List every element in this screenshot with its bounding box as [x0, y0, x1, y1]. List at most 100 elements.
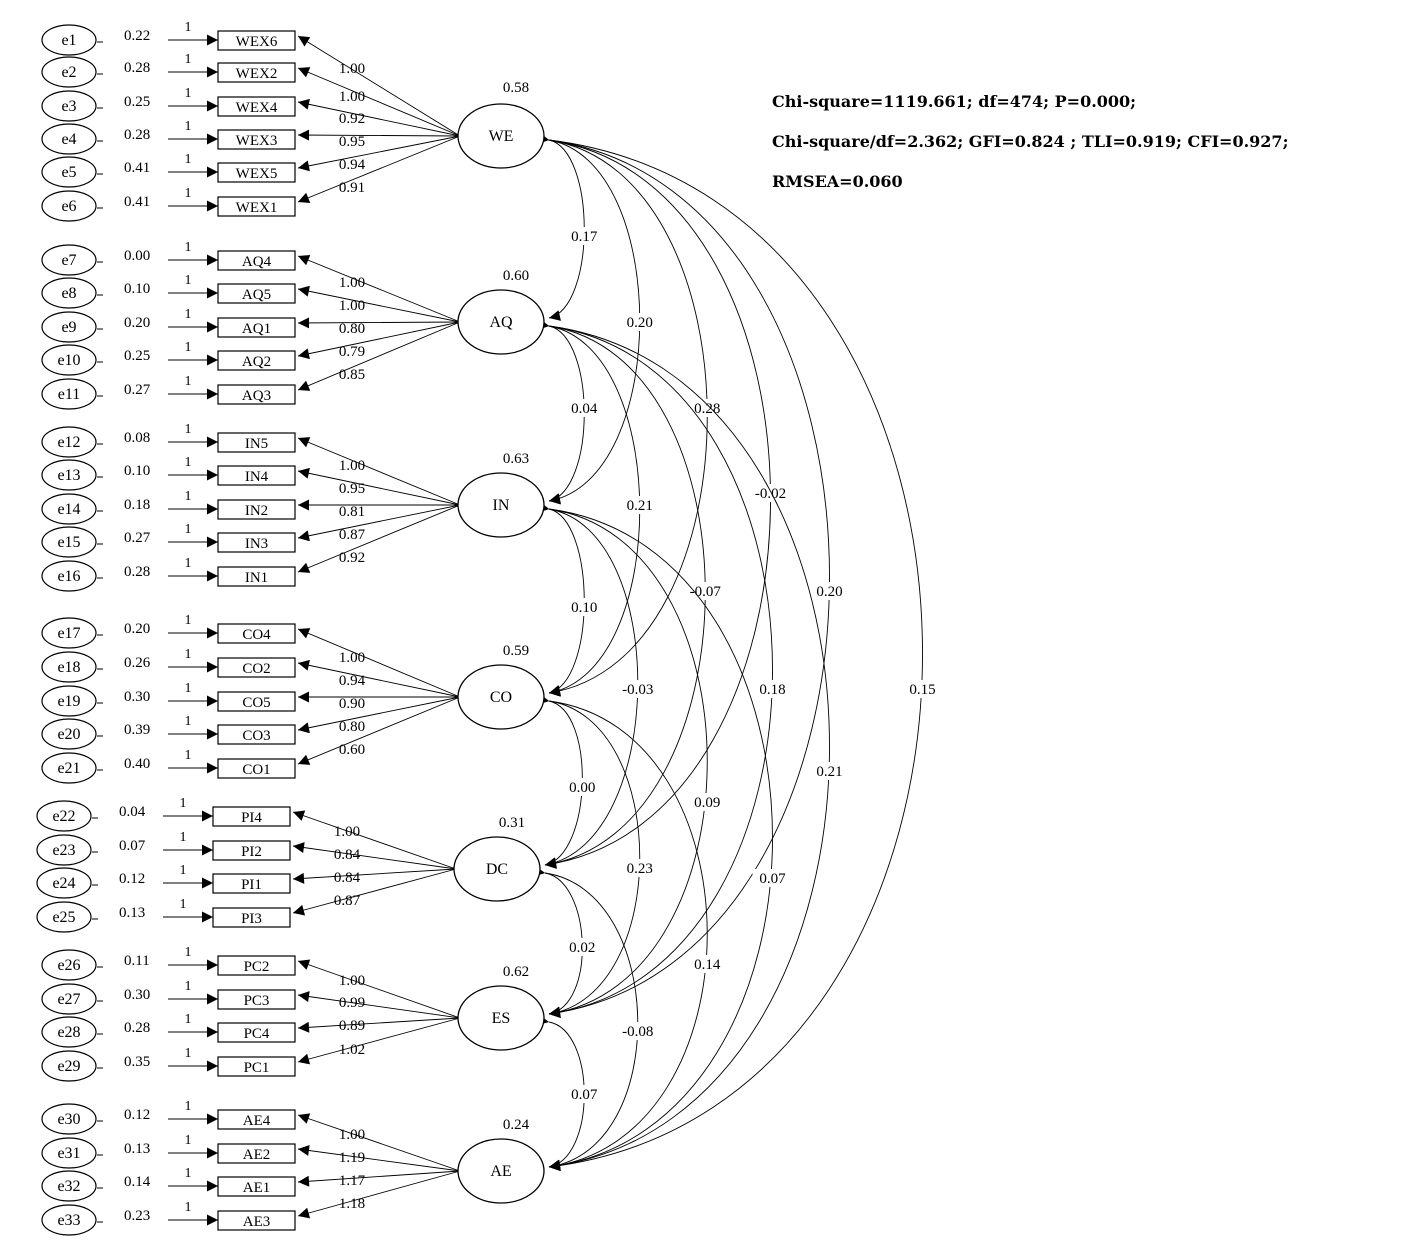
covariance-label-bg — [564, 227, 605, 245]
error-node-label: e14 — [57, 501, 80, 518]
indicator-label-aq4: AQ4 — [242, 254, 272, 270]
covariance-label-bg — [752, 869, 793, 887]
loading-label: 0.81 — [339, 504, 365, 520]
loading-path — [297, 504, 461, 542]
error-node-label: e19 — [57, 693, 80, 710]
loading-label: 1.17 — [339, 1173, 366, 1189]
indicator-label-wex2: WEX2 — [236, 66, 278, 82]
error-path-weight: 1 — [185, 714, 192, 729]
error-path-weight: 1 — [185, 455, 192, 470]
error-node-e29 — [41, 1050, 97, 1082]
covariance-label-we-es: 0.20 — [816, 584, 842, 600]
loading-path — [297, 628, 461, 698]
error-variance-label: 0.13 — [124, 1141, 150, 1157]
covariance-arc-in-es — [537, 501, 708, 1018]
indicator-box-wex4 — [217, 96, 296, 117]
indicator-box-ae4 — [217, 1109, 296, 1130]
indicator-box-wex2 — [217, 62, 296, 83]
error-path-weight: 1 — [185, 152, 192, 167]
latent-factor-label: CO — [490, 689, 512, 706]
error-node-label: e25 — [52, 909, 75, 926]
covariance-label-bg — [564, 1085, 605, 1103]
loading-label: 0.92 — [339, 111, 365, 127]
factor-variance-label: 0.59 — [503, 643, 529, 659]
error-node-label: e13 — [57, 467, 80, 484]
error-variance-label: 0.22 — [124, 28, 150, 44]
covariance-label-bg — [809, 762, 850, 780]
error-node-e12 — [41, 426, 97, 458]
indicator-label-aq2: AQ2 — [242, 354, 271, 370]
latent-factor-label: DC — [486, 861, 508, 878]
error-path-weight: 1 — [185, 273, 192, 288]
error-node-label: e1 — [61, 32, 76, 49]
indicator-box-in3 — [217, 532, 296, 553]
error-variance-label: 0.07 — [119, 838, 146, 854]
error-path-weight: 1 — [185, 681, 192, 696]
error-node-label: e27 — [57, 991, 80, 1008]
error-node-label: e3 — [61, 98, 76, 115]
indicator-box-in4 — [217, 465, 296, 486]
covariance-label-co-es: 0.23 — [627, 861, 653, 877]
loading-path — [297, 135, 461, 203]
error-node-label: e17 — [57, 625, 80, 642]
indicator-box-aq3 — [217, 384, 296, 405]
error-node-e24 — [36, 867, 92, 899]
indicator-box-pc1 — [217, 1056, 296, 1077]
error-node-e33 — [41, 1204, 97, 1236]
error-path-weight: 1 — [185, 20, 192, 35]
covariance-label-bg — [687, 399, 728, 417]
indicator-box-pc2 — [217, 955, 296, 976]
error-variance-label: 0.20 — [124, 315, 150, 331]
indicator-label-wex5: WEX5 — [236, 166, 278, 182]
covariance-label-aq-es: 0.18 — [759, 682, 785, 698]
covariance-label-bg — [562, 938, 603, 956]
error-node-e8 — [41, 277, 97, 309]
error-node-e9 — [41, 311, 97, 343]
error-variance-label: 0.39 — [124, 722, 150, 738]
indicator-label-pc4: PC4 — [244, 1026, 270, 1042]
loading-path — [297, 285, 461, 323]
loading-label: 0.80 — [339, 321, 365, 337]
indicator-box-co3 — [217, 724, 296, 745]
loading-path — [297, 317, 461, 329]
error-variance-label: 0.30 — [124, 689, 150, 705]
error-variance-label: 0.00 — [124, 248, 150, 264]
covariance-label-bg — [809, 582, 850, 600]
error-path-weight: 1 — [185, 1200, 192, 1215]
indicator-label-wex4: WEX4 — [236, 100, 278, 116]
error-node-e5 — [41, 156, 97, 188]
latent-factor-aq — [457, 289, 545, 355]
latent-factor-dc — [453, 836, 541, 902]
error-variance-label: 0.27 — [124, 382, 151, 398]
error-path-weight: 1 — [185, 522, 192, 537]
indicator-label-co1: CO1 — [242, 762, 270, 778]
error-node-label: e33 — [57, 1212, 80, 1229]
error-path-weight: 1 — [185, 422, 192, 437]
loading-label: 1.00 — [334, 824, 360, 840]
loading-path — [297, 255, 461, 323]
error-path-weight: 1 — [185, 556, 192, 571]
error-path-weight: 1 — [185, 979, 192, 994]
indicator-box-wex5 — [217, 162, 296, 183]
error-node-label: e5 — [61, 164, 76, 181]
loading-label: 0.80 — [339, 719, 365, 735]
indicator-label-in4: IN4 — [245, 469, 269, 485]
indicator-label-aq5: AQ5 — [242, 287, 271, 303]
error-variance-label: 0.14 — [124, 1174, 151, 1190]
error-path-weight: 1 — [185, 307, 192, 322]
covariance-label-co-ae: 0.14 — [694, 957, 721, 973]
indicator-box-in1 — [217, 566, 296, 587]
error-path-weight: 1 — [180, 897, 187, 912]
error-node-label: e24 — [52, 875, 75, 892]
error-path-weight: 1 — [185, 647, 192, 662]
indicator-box-co1 — [217, 758, 296, 779]
error-node-e30 — [41, 1103, 97, 1135]
indicator-box-wex6 — [217, 30, 296, 51]
indicator-box-aq1 — [217, 317, 296, 338]
indicator-label-pi4: PI4 — [241, 810, 262, 826]
indicator-label-wex1: WEX1 — [236, 200, 278, 216]
error-node-e20 — [41, 718, 97, 750]
